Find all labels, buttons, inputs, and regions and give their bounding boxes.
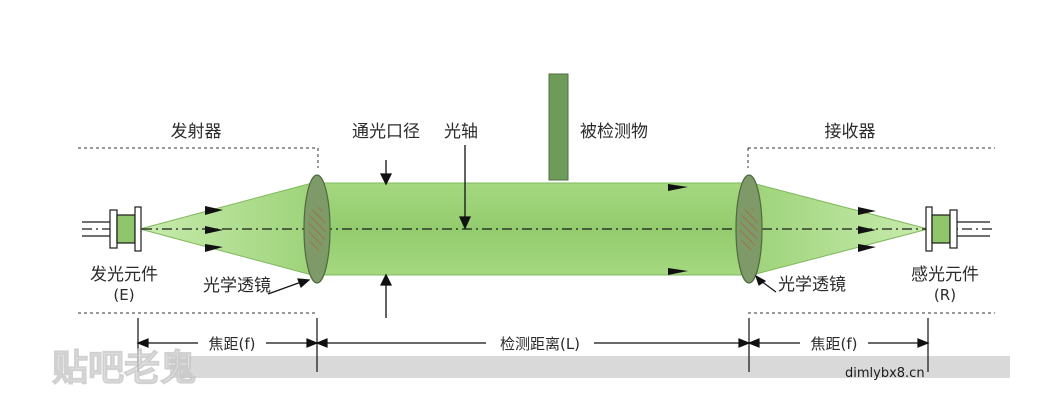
- watermark-left: 贴吧老鬼: [52, 348, 196, 389]
- sensing-element-device: [925, 206, 990, 252]
- sensing-element-label: 感光元件: [911, 265, 979, 285]
- emitting-element-label: 发光元件: [90, 265, 158, 285]
- ray-arrows: [205, 184, 876, 275]
- detected-object: [548, 73, 569, 181]
- detected-object-label: 被检测物: [580, 122, 648, 142]
- aperture-dimension: [379, 160, 393, 318]
- receiver-label: 接收器: [825, 122, 876, 142]
- receiver-frame: [747, 147, 995, 314]
- emitter-frame: [78, 147, 319, 314]
- aperture-label: 通光口径: [352, 122, 420, 142]
- sensing-element-code: (R): [934, 286, 956, 304]
- focal-length-left-label: 焦距(f): [209, 335, 256, 353]
- right-light-cone: [751, 182, 930, 276]
- lens-right-label: 光学透镜: [778, 275, 846, 295]
- emitter-label: 发射器: [171, 122, 222, 142]
- right-lens: [735, 174, 763, 284]
- emitting-element-code: (E): [113, 286, 134, 304]
- focal-length-right-label: 焦距(f): [811, 335, 858, 353]
- optical-axis-label: 光轴: [444, 122, 478, 142]
- lens-left-label: 光学透镜: [203, 276, 271, 296]
- optical-axis-pointer: [458, 145, 472, 230]
- emitting-element-device: [82, 206, 142, 252]
- detection-distance-label: 检测距离(L): [500, 335, 580, 353]
- watermark-right: dimlybx8.cn: [845, 366, 925, 381]
- bottom-band: [170, 356, 1010, 378]
- left-lens: [303, 174, 331, 284]
- lens-leaders: [267, 274, 777, 295]
